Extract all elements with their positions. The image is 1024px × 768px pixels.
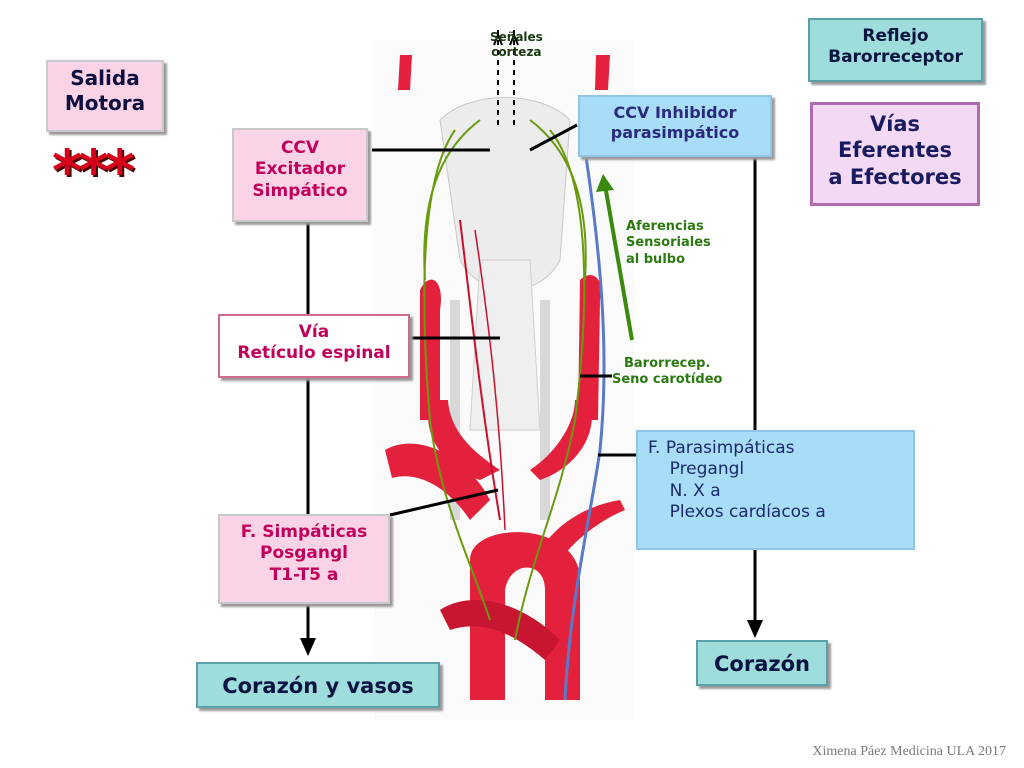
barorrecep-label: Barorrecep. Seno carotídeo (612, 356, 723, 388)
corazon-y-vasos-box: Corazón y vasos (196, 662, 440, 708)
fibras-parasimpaticas-box: F. Parasimpáticas Pregangl N. X a Plexos… (636, 430, 915, 550)
senales-corteza-label: Señales corteza (490, 30, 543, 59)
ccv-inhibidor-box: CCV Inhibidor parasimpático (578, 95, 772, 157)
vias-eferentes-box: Vías Eferentes a Efectores (810, 102, 980, 206)
credit-text: Ximena Páez Medicina ULA 2017 (812, 744, 1006, 759)
corazon-box: Corazón (696, 640, 828, 686)
aferencias-label: Aferencias Sensoriales al bulbo (626, 219, 711, 267)
via-reticulo-espinal-box: Vía Retículo espinal (218, 314, 410, 378)
ccv-excitador-box: CCV Excitador Simpático (232, 128, 368, 222)
salida-motora-box: Salida Motora (46, 60, 164, 132)
fibras-simpaticas-box: F. Simpáticas Posgangl T1-T5 a (218, 514, 390, 604)
reflejo-barorreceptor-box: Reflejo Barorreceptor (808, 18, 983, 82)
stars-icon: *** (52, 137, 135, 205)
